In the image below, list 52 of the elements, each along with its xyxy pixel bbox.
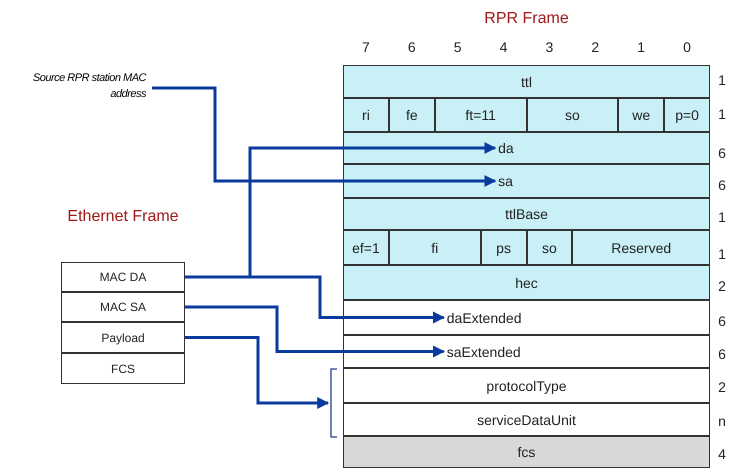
arrow [152, 86, 496, 187]
field-cell: so [526, 230, 572, 265]
byte-count: 1 [717, 209, 727, 225]
bit-number: 6 [406, 39, 417, 55]
byte-count: 1 [717, 72, 727, 88]
bit-number: 4 [498, 39, 508, 55]
field-cell: hec [343, 265, 710, 300]
byte-count: 6 [717, 313, 727, 329]
field-cell: FCS [61, 353, 185, 384]
callout-text: Source RPR station MAC address [4, 70, 146, 106]
byte-count: 4 [717, 446, 727, 462]
field-cell: saExtended [343, 335, 710, 368]
byte-count: 6 [717, 145, 727, 161]
field-cell: ttl [343, 65, 710, 98]
field-cell: ef=1 [343, 230, 389, 265]
bit-number: 7 [361, 39, 371, 55]
field-cell: ft=11 [434, 98, 526, 132]
arrow [185, 306, 445, 358]
field-cell: protocolType [343, 368, 710, 403]
byte-count: 1 [717, 246, 727, 262]
arrow [185, 276, 445, 324]
field-cell: serviceDataUnit [343, 403, 710, 436]
field-cell: daExtended [343, 300, 710, 335]
byte-count: 2 [717, 379, 727, 395]
bit-number: 5 [452, 39, 463, 55]
field-cell: so [526, 98, 618, 132]
field-cell: ri [343, 98, 389, 132]
field-cell: fcs [343, 436, 710, 468]
byte-count: n [717, 413, 727, 429]
field-cell: fe [388, 98, 435, 132]
bit-number: 1 [636, 39, 646, 55]
field-cell: ps [480, 230, 526, 265]
frame-title: RPR Frame [483, 10, 570, 28]
byte-count: 2 [717, 278, 727, 294]
byte-count: 6 [717, 177, 727, 193]
bit-number: 2 [590, 39, 600, 55]
field-cell: ttlBase [343, 198, 710, 230]
byte-count: 6 [717, 346, 727, 362]
field-cell: p=0 [664, 98, 710, 132]
field-cell: sa [343, 164, 710, 198]
field-cell: MAC DA [61, 262, 185, 292]
field-cell: we [618, 98, 664, 132]
field-cell: Reserved [572, 230, 710, 265]
field-cell: da [343, 132, 710, 164]
field-cell: Payload [61, 322, 185, 353]
frame-title: Ethernet Frame [66, 207, 180, 227]
field-cell: MAC SA [61, 292, 185, 322]
field-cell: fi [388, 230, 481, 265]
bit-number: 3 [544, 39, 554, 55]
arrow [185, 336, 330, 409]
bit-number: 0 [682, 39, 692, 55]
byte-count: 1 [717, 106, 727, 122]
